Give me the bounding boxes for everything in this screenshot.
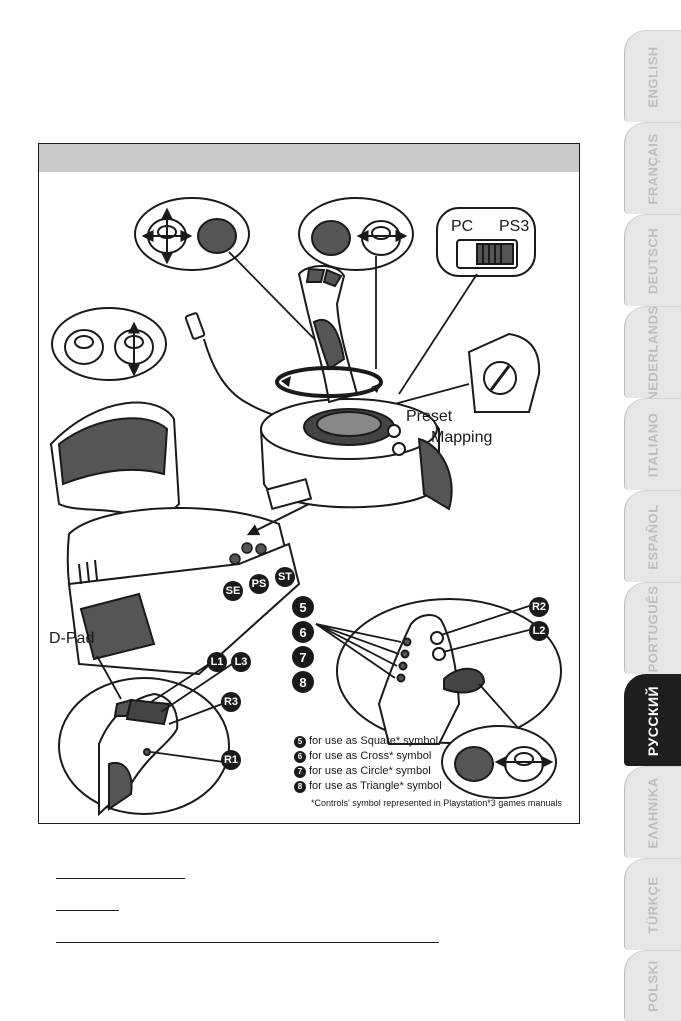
label-mapping: Mapping: [431, 429, 493, 446]
badge-l2: L2: [529, 621, 549, 641]
leader-lines: [228, 251, 478, 407]
footnote: *Controls' symbol represented in Playsta…: [311, 798, 562, 808]
tab-nederlands[interactable]: NEDERLANDS: [624, 304, 681, 401]
stick-detail-bubble: [336, 598, 562, 745]
tab-label: РУССКИЙ: [645, 685, 661, 756]
axis-bubble-stick: [134, 197, 250, 271]
badge-l3: L3: [231, 652, 251, 672]
badge-r1: R1: [221, 750, 241, 770]
tab-greek[interactable]: ΕΛΛΗΝΙΚΑ: [624, 766, 681, 858]
tab-label: ΕΛΛΗΝΙΚΑ: [645, 776, 661, 849]
joystick-diagram: PC PS3 Preset Mapping D-Pad SE PS ST L1 …: [38, 143, 580, 824]
legend-number: 7: [294, 765, 306, 778]
legend-text: for use as Square* symbol: [309, 735, 439, 747]
pc-ps3-switch-bubble: [436, 207, 536, 277]
number-5: 5: [292, 596, 314, 618]
legend-number: 8: [294, 780, 306, 793]
preset-dial-bubble: [467, 332, 541, 413]
tab-label: POLSKI: [645, 960, 661, 1012]
detail-leaders: [315, 605, 530, 730]
tab-polski[interactable]: POLSKI: [624, 950, 681, 1021]
blank-line-3: [56, 942, 439, 943]
tab-english[interactable]: ENGLISH: [624, 30, 681, 122]
diagram-header-bar: [39, 144, 579, 172]
legend-text: for use as Triangle* symbol: [309, 780, 442, 792]
blank-line-2: [56, 910, 119, 911]
stick-base: [259, 398, 453, 511]
throttle-unit: [49, 401, 301, 676]
axis-bubble-throttle: [51, 307, 167, 381]
tab-label: DEUTSCH: [645, 227, 661, 294]
tab-label: TÜRKÇE: [645, 875, 661, 934]
tab-label: PORTUGUÊS: [645, 585, 661, 672]
legend-number: 5: [294, 735, 306, 748]
number-8: 8: [292, 671, 314, 693]
badge-r3: R3: [221, 692, 241, 712]
tab-label: FRANÇAIS: [645, 132, 661, 205]
joystick-illustration: [49, 197, 562, 817]
tab-label: NEDERLANDS: [645, 304, 661, 401]
tab-turkce[interactable]: TÜRKÇE: [624, 858, 681, 950]
label-ps3: PS3: [499, 218, 530, 235]
number-6: 6: [292, 621, 314, 643]
tab-deutsch[interactable]: DEUTSCH: [624, 214, 681, 306]
base-buttons: [229, 542, 267, 565]
tab-portugues[interactable]: PORTUGUÊS: [624, 582, 681, 674]
legend-text: for use as Cross* symbol: [309, 750, 432, 762]
label-pc: PC: [451, 218, 474, 235]
dpad-leaders: [96, 655, 233, 763]
tab-espanol[interactable]: ESPAÑOL: [624, 490, 681, 582]
stick: [275, 265, 383, 404]
legend-text: for use as Circle* symbol: [309, 765, 431, 777]
tab-label: ITALIANO: [645, 412, 661, 477]
tab-label: ESPAÑOL: [645, 503, 661, 570]
tab-francais[interactable]: FRANÇAIS: [624, 122, 681, 214]
number-7: 7: [292, 646, 314, 668]
blank-line-1: [56, 878, 185, 879]
dpad-detail-bubble: [58, 677, 230, 817]
axis-bubble-twist: [441, 725, 557, 799]
badge-st: ST: [275, 567, 295, 587]
axis-bubble-rudder: [298, 197, 414, 271]
label-dpad: D-Pad: [49, 630, 95, 647]
badge-se: SE: [223, 581, 243, 601]
tab-label: ENGLISH: [645, 45, 661, 108]
tab-russian[interactable]: РУССКИЙ: [624, 674, 681, 766]
badge-ps: PS: [249, 574, 269, 594]
badge-r2: R2: [529, 597, 549, 617]
tab-italiano[interactable]: ITALIANO: [624, 398, 681, 490]
legend-number: 6: [294, 750, 306, 763]
badge-l1: L1: [207, 652, 227, 672]
label-preset: Preset: [406, 408, 453, 425]
